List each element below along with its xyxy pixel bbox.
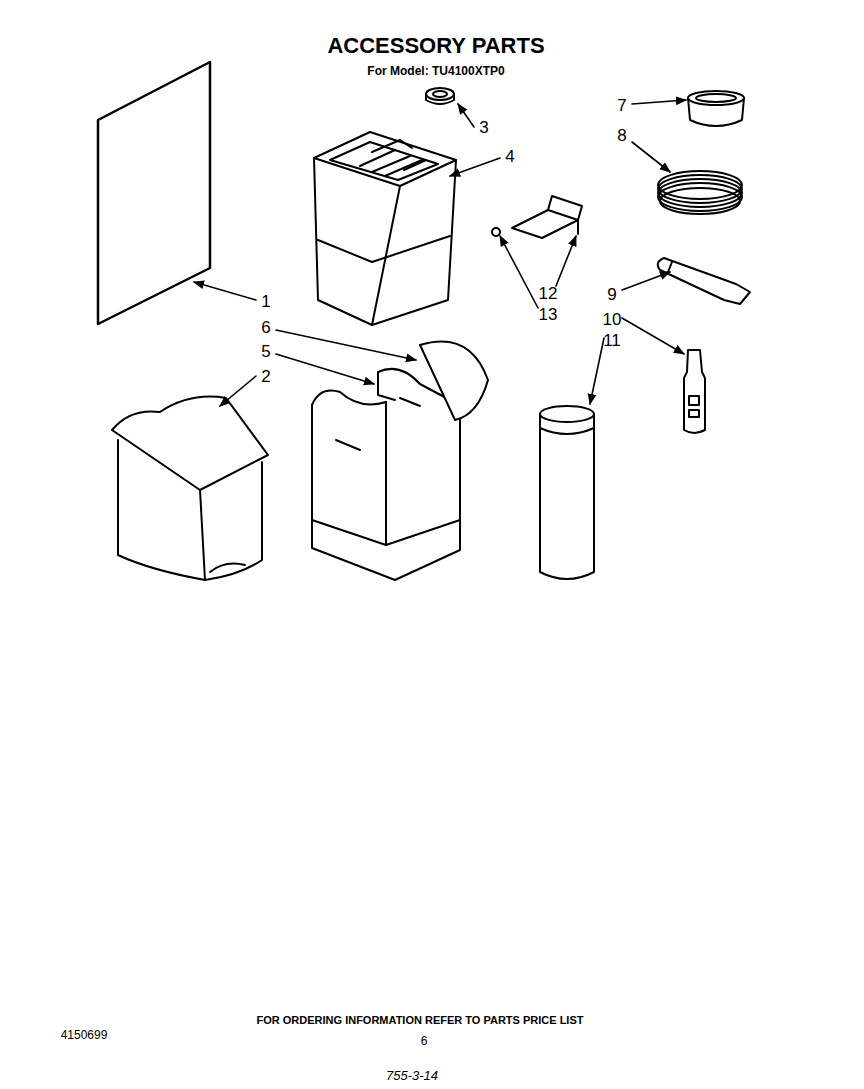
title: ACCESSORY PARTS (327, 34, 544, 58)
leader-lines (194, 100, 686, 406)
callout-number: 6 (261, 319, 270, 338)
callout-number: 12 (539, 285, 558, 304)
callout-number: 1 (261, 293, 270, 312)
instruction-sheet (98, 62, 210, 324)
bracket (512, 196, 582, 238)
trash-bag (112, 397, 268, 580)
callout-number: 10 (603, 311, 622, 330)
grease-tube (658, 258, 750, 304)
callout-number: 13 (539, 306, 558, 325)
bag-holder-flap (420, 342, 488, 420)
callout-number: 3 (479, 119, 488, 138)
cap (426, 88, 454, 104)
callout-number: 11 (603, 332, 621, 351)
handwritten-code: 755-3-14 (386, 1069, 438, 1083)
footer-note: FOR ORDERING INFORMATION REFER TO PARTS … (257, 1014, 584, 1026)
callout-number: 9 (607, 286, 616, 305)
model-number: For Model: TU4100XTP0 (367, 65, 504, 78)
coil-tubing (658, 171, 742, 214)
container (688, 91, 744, 126)
document-number: 4150699 (61, 1029, 108, 1042)
basket (314, 132, 456, 325)
page-number: 6 (421, 1035, 428, 1048)
touch-up-bottle (684, 350, 705, 433)
callout-number: 8 (617, 127, 626, 146)
spray-can (540, 406, 594, 579)
callout-number: 4 (505, 148, 514, 167)
callout-number: 2 (261, 368, 270, 387)
screw (492, 228, 500, 236)
callout-number: 7 (617, 97, 626, 116)
bag-holder (312, 369, 460, 580)
callout-number: 5 (261, 343, 270, 362)
